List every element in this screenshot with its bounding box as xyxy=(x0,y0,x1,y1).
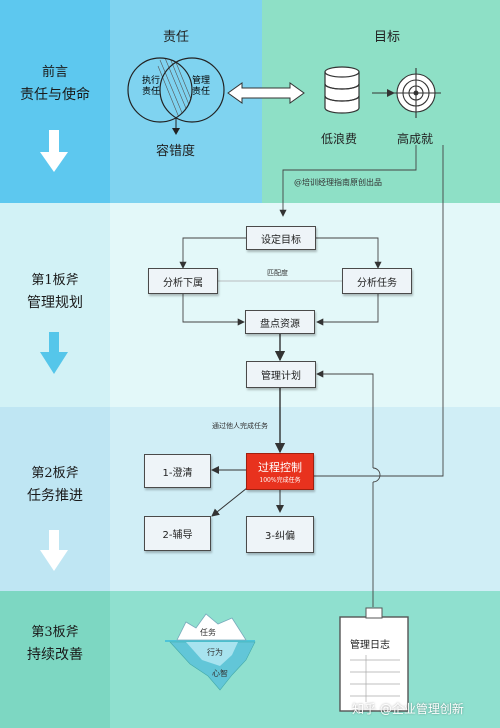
down-arrow-icon xyxy=(40,530,68,571)
venn-diagram xyxy=(127,57,225,135)
section-improve-line1: 第3板斧 xyxy=(31,625,79,640)
inventory-resources-box: 盘点资源 xyxy=(245,310,315,334)
improve-band-left xyxy=(0,591,110,728)
iceberg-icon xyxy=(165,613,256,691)
low-waste-label: 低浪费 xyxy=(321,132,358,146)
management-plan-box: 管理计划 xyxy=(246,361,316,388)
target-header: 目标 xyxy=(374,30,401,45)
top-band-right xyxy=(262,0,500,203)
target-icon xyxy=(391,68,441,118)
section-exec-line2: 任务推进 xyxy=(27,488,83,504)
double-arrow-icon xyxy=(227,82,305,104)
venn-right-label: 管理 责任 xyxy=(191,76,210,97)
analyze-tasks-box: 分析任务 xyxy=(342,268,412,294)
iceberg-mindset-label: 心智 xyxy=(212,669,228,678)
source-note: @培训经理指南原创出品 xyxy=(294,178,382,187)
high-achievement-label: 高成就 xyxy=(397,132,434,146)
down-arrow-icon xyxy=(40,130,68,172)
down-arrow-icon xyxy=(40,332,68,374)
coach-box: 2-辅导 xyxy=(144,516,211,551)
section-exec-title: 第2板斧 任务推进 xyxy=(0,463,110,507)
clipboard-icon xyxy=(339,607,409,712)
section-improve-title: 第3板斧 持续改善 xyxy=(0,622,110,666)
set-goal-box: 设定目标 xyxy=(246,226,316,250)
watermark: 知乎 @企业管理创新 xyxy=(352,702,464,716)
section-plan-line1: 第1板斧 xyxy=(31,273,79,288)
plan-band-left xyxy=(0,203,110,407)
iceberg-task-label: 任务 xyxy=(200,628,216,637)
iceberg-behavior-label: 行为 xyxy=(207,648,223,657)
section-plan-line2: 管理规划 xyxy=(27,295,83,311)
responsibility-header: 责任 xyxy=(163,30,190,45)
analyze-subordinates-box: 分析下属 xyxy=(148,268,218,294)
section-preface-line1: 前言 xyxy=(41,65,68,80)
process-control-sub: 100%完成任务 xyxy=(259,477,301,484)
management-log-label: 管理日志 xyxy=(350,640,390,651)
section-preface-line2: 责任与使命 xyxy=(20,87,90,103)
section-exec-line1: 第2板斧 xyxy=(31,466,79,481)
process-control-label: 过程控制 xyxy=(258,461,302,474)
process-control-box: 过程控制 100%完成任务 xyxy=(246,453,314,490)
fault-tolerance-label: 容错度 xyxy=(156,144,196,159)
section-improve-line2: 持续改善 xyxy=(27,647,83,663)
via-others-label: 通过他人完成任务 xyxy=(212,422,268,430)
section-preface-title: 前言 责任与使命 xyxy=(0,62,110,106)
venn-left-label: 执行 责任 xyxy=(141,76,160,97)
match-degree-label: 匹配度 xyxy=(267,269,288,277)
section-plan-title: 第1板斧 管理规划 xyxy=(0,270,110,314)
coin-stack-icon xyxy=(324,66,360,114)
clarify-box: 1-澄清 xyxy=(144,454,211,488)
correct-box: 3-纠偏 xyxy=(246,516,314,553)
